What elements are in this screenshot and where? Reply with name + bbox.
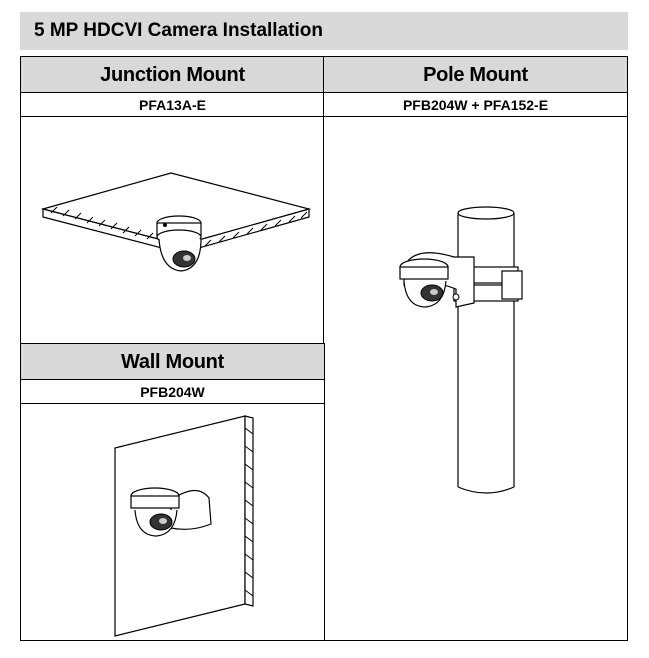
wall-mount-model: PFB204W [20, 379, 325, 405]
junction-mount-image-cell [20, 116, 325, 345]
wall-mount-image-cell [20, 403, 325, 641]
pole-mount-model: PFB204W + PFA152-E [323, 92, 628, 118]
pole-mount-illustration [399, 206, 523, 494]
junction-mount-header: Junction Mount [20, 56, 325, 94]
page-title-bar: 5 MP HDCVI Camera Installation [20, 12, 628, 50]
ceiling-junction-mount-illustration [40, 172, 312, 272]
pole-mount-image-cell [323, 116, 628, 641]
wall-mount-illustration [114, 415, 254, 637]
junction-mount-model: PFA13A-E [20, 92, 325, 118]
wall-mount-header: Wall Mount [20, 343, 325, 381]
pole-mount-header: Pole Mount [323, 56, 628, 94]
page-title: 5 MP HDCVI Camera Installation [34, 20, 323, 41]
